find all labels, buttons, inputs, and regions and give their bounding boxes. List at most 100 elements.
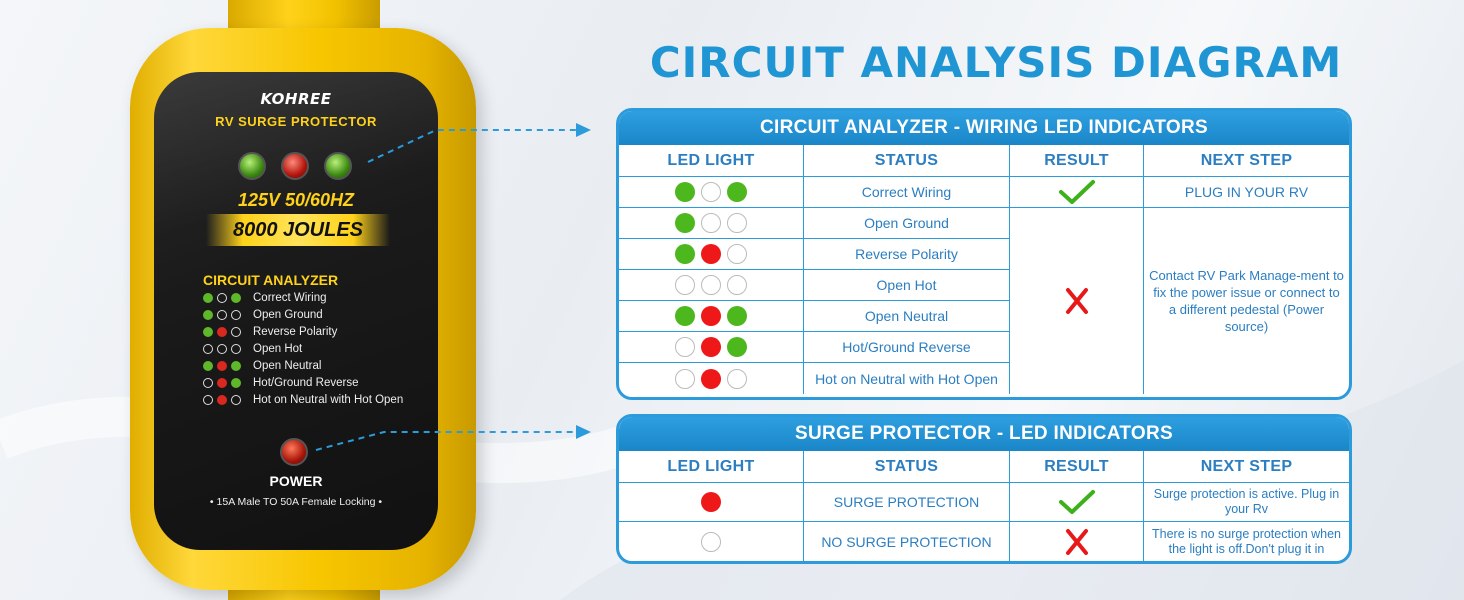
analyzer-legend-row: Hot/Ground Reverse <box>203 375 358 391</box>
led-dot <box>203 327 213 337</box>
surge-result-cell <box>1010 483 1144 522</box>
led-dot <box>727 213 747 233</box>
wiring-led-cell <box>619 239 804 270</box>
device-led-3 <box>324 152 352 180</box>
led-dot <box>203 293 213 303</box>
led-dot <box>701 182 721 202</box>
led-dot <box>231 327 241 337</box>
analyzer-legend-label: Reverse Polarity <box>253 326 338 338</box>
wiring-led-cell <box>619 177 804 208</box>
surge-col-header: RESULT <box>1010 451 1144 483</box>
surge-status-cell: SURGE PROTECTION <box>804 483 1010 522</box>
led-dot <box>675 275 695 295</box>
surge-col-header: LED LIGHT <box>619 451 804 483</box>
led-dot <box>675 337 695 357</box>
led-dot <box>217 293 227 303</box>
page-title: CIRCUIT ANALYSIS DIAGRAM <box>649 38 1343 87</box>
led-dot <box>675 306 695 326</box>
wiring-led-cell <box>619 363 804 394</box>
wiring-status-cell: Open Ground <box>804 208 1010 239</box>
led-dot <box>217 310 227 320</box>
led-dot <box>675 244 695 264</box>
wiring-status-cell: Open Neutral <box>804 301 1010 332</box>
led-dot <box>727 306 747 326</box>
arrow-line-2 <box>315 431 576 451</box>
arrow-line-1 <box>367 129 576 163</box>
wiring-result-fault <box>1010 208 1144 394</box>
voltage-label: 125V 50/60HZ <box>237 190 355 210</box>
wiring-led-cell <box>619 208 804 239</box>
analyzer-legend-row: Hot on Neutral with Hot Open <box>203 392 403 408</box>
analyzer-legend-label: Hot/Ground Reverse <box>253 377 359 389</box>
device-led-2 <box>281 152 309 180</box>
brand-logo: KOHREE <box>260 90 332 108</box>
check-icon <box>1058 490 1095 514</box>
led-dot <box>701 306 721 326</box>
surge-led-cell <box>619 483 804 522</box>
led-dot <box>217 344 227 354</box>
analyzer-legend-row: Open Neutral <box>203 358 321 374</box>
led-dot <box>231 310 241 320</box>
led-dot <box>675 213 695 233</box>
wiring-next-step-ok: PLUG IN YOUR RV <box>1144 177 1349 208</box>
led-dot <box>727 182 747 202</box>
led-dot <box>701 368 721 389</box>
wiring-table-title: CIRCUIT ANALYZER - WIRING LED INDICATORS <box>619 111 1349 145</box>
led-dot <box>701 531 721 552</box>
led-dot <box>217 361 227 371</box>
product-name: RV SURGE PROTECTOR <box>215 114 377 129</box>
led-dot <box>727 337 747 357</box>
wiring-status-cell: Hot/Ground Reverse <box>804 332 1010 363</box>
led-dot <box>203 395 213 405</box>
led-dot <box>701 492 721 512</box>
wiring-result-ok <box>1010 177 1144 208</box>
surge-col-header: STATUS <box>804 451 1010 483</box>
joules-label: 8000 JOULES <box>206 214 390 246</box>
wiring-col-header: STATUS <box>804 145 1010 177</box>
surge-led-table: SURGE PROTECTOR - LED INDICATORS LED LIG… <box>616 414 1352 564</box>
surge-next-step-cell: There is no surge protection when the li… <box>1152 526 1341 556</box>
wiring-col-header: RESULT <box>1010 145 1144 177</box>
surge-col-header: NEXT STEP <box>1144 451 1349 483</box>
device-led-1 <box>238 152 266 180</box>
led-dot <box>217 395 227 405</box>
analyzer-legend-row: Open Ground <box>203 307 323 323</box>
wiring-col-header: LED LIGHT <box>619 145 804 177</box>
analyzer-legend-label: Open Hot <box>253 343 303 355</box>
surge-result-cell <box>1010 522 1144 561</box>
analyzer-legend-label: Hot on Neutral with Hot Open <box>253 394 404 406</box>
led-dot <box>675 368 695 389</box>
wiring-status-cell: Reverse Polarity <box>804 239 1010 270</box>
led-dot <box>203 310 213 320</box>
surge-led-cell <box>619 522 804 561</box>
wiring-led-cell <box>619 301 804 332</box>
led-dot <box>701 275 721 295</box>
cross-icon <box>1065 528 1088 555</box>
analyzer-legend-row: Open Hot <box>203 341 302 357</box>
wiring-status-cell: Open Hot <box>804 270 1010 301</box>
surge-table-title: SURGE PROTECTOR - LED INDICATORS <box>619 417 1349 451</box>
led-dot <box>203 378 213 388</box>
wiring-next-step-fault: Contact RV Park Manage-ment to fix the p… <box>1149 268 1344 334</box>
analyzer-title: CIRCUIT ANALYZER <box>203 272 339 288</box>
arrow-head-2 <box>576 425 591 439</box>
led-dot <box>217 378 227 388</box>
surge-next-step-cell: Surge protection is active. Plug in your… <box>1144 483 1349 522</box>
check-icon <box>1058 180 1095 204</box>
led-dot <box>701 337 721 357</box>
wiring-led-cell <box>619 332 804 363</box>
led-dot <box>231 344 241 354</box>
wiring-led-table: CIRCUIT ANALYZER - WIRING LED INDICATORS… <box>616 108 1352 400</box>
led-dot <box>727 244 747 264</box>
power-label: POWER <box>269 473 323 489</box>
analyzer-legend-row: Reverse Polarity <box>203 324 337 340</box>
analyzer-legend-label: Open Ground <box>253 309 323 321</box>
wiring-status-cell: Correct Wiring <box>804 177 1010 208</box>
led-dot <box>701 244 721 264</box>
led-dot <box>231 395 241 405</box>
led-dot <box>231 361 241 371</box>
arrow-head-1 <box>576 123 591 137</box>
led-dot <box>203 361 213 371</box>
analyzer-legend-row: Correct Wiring <box>203 290 326 306</box>
